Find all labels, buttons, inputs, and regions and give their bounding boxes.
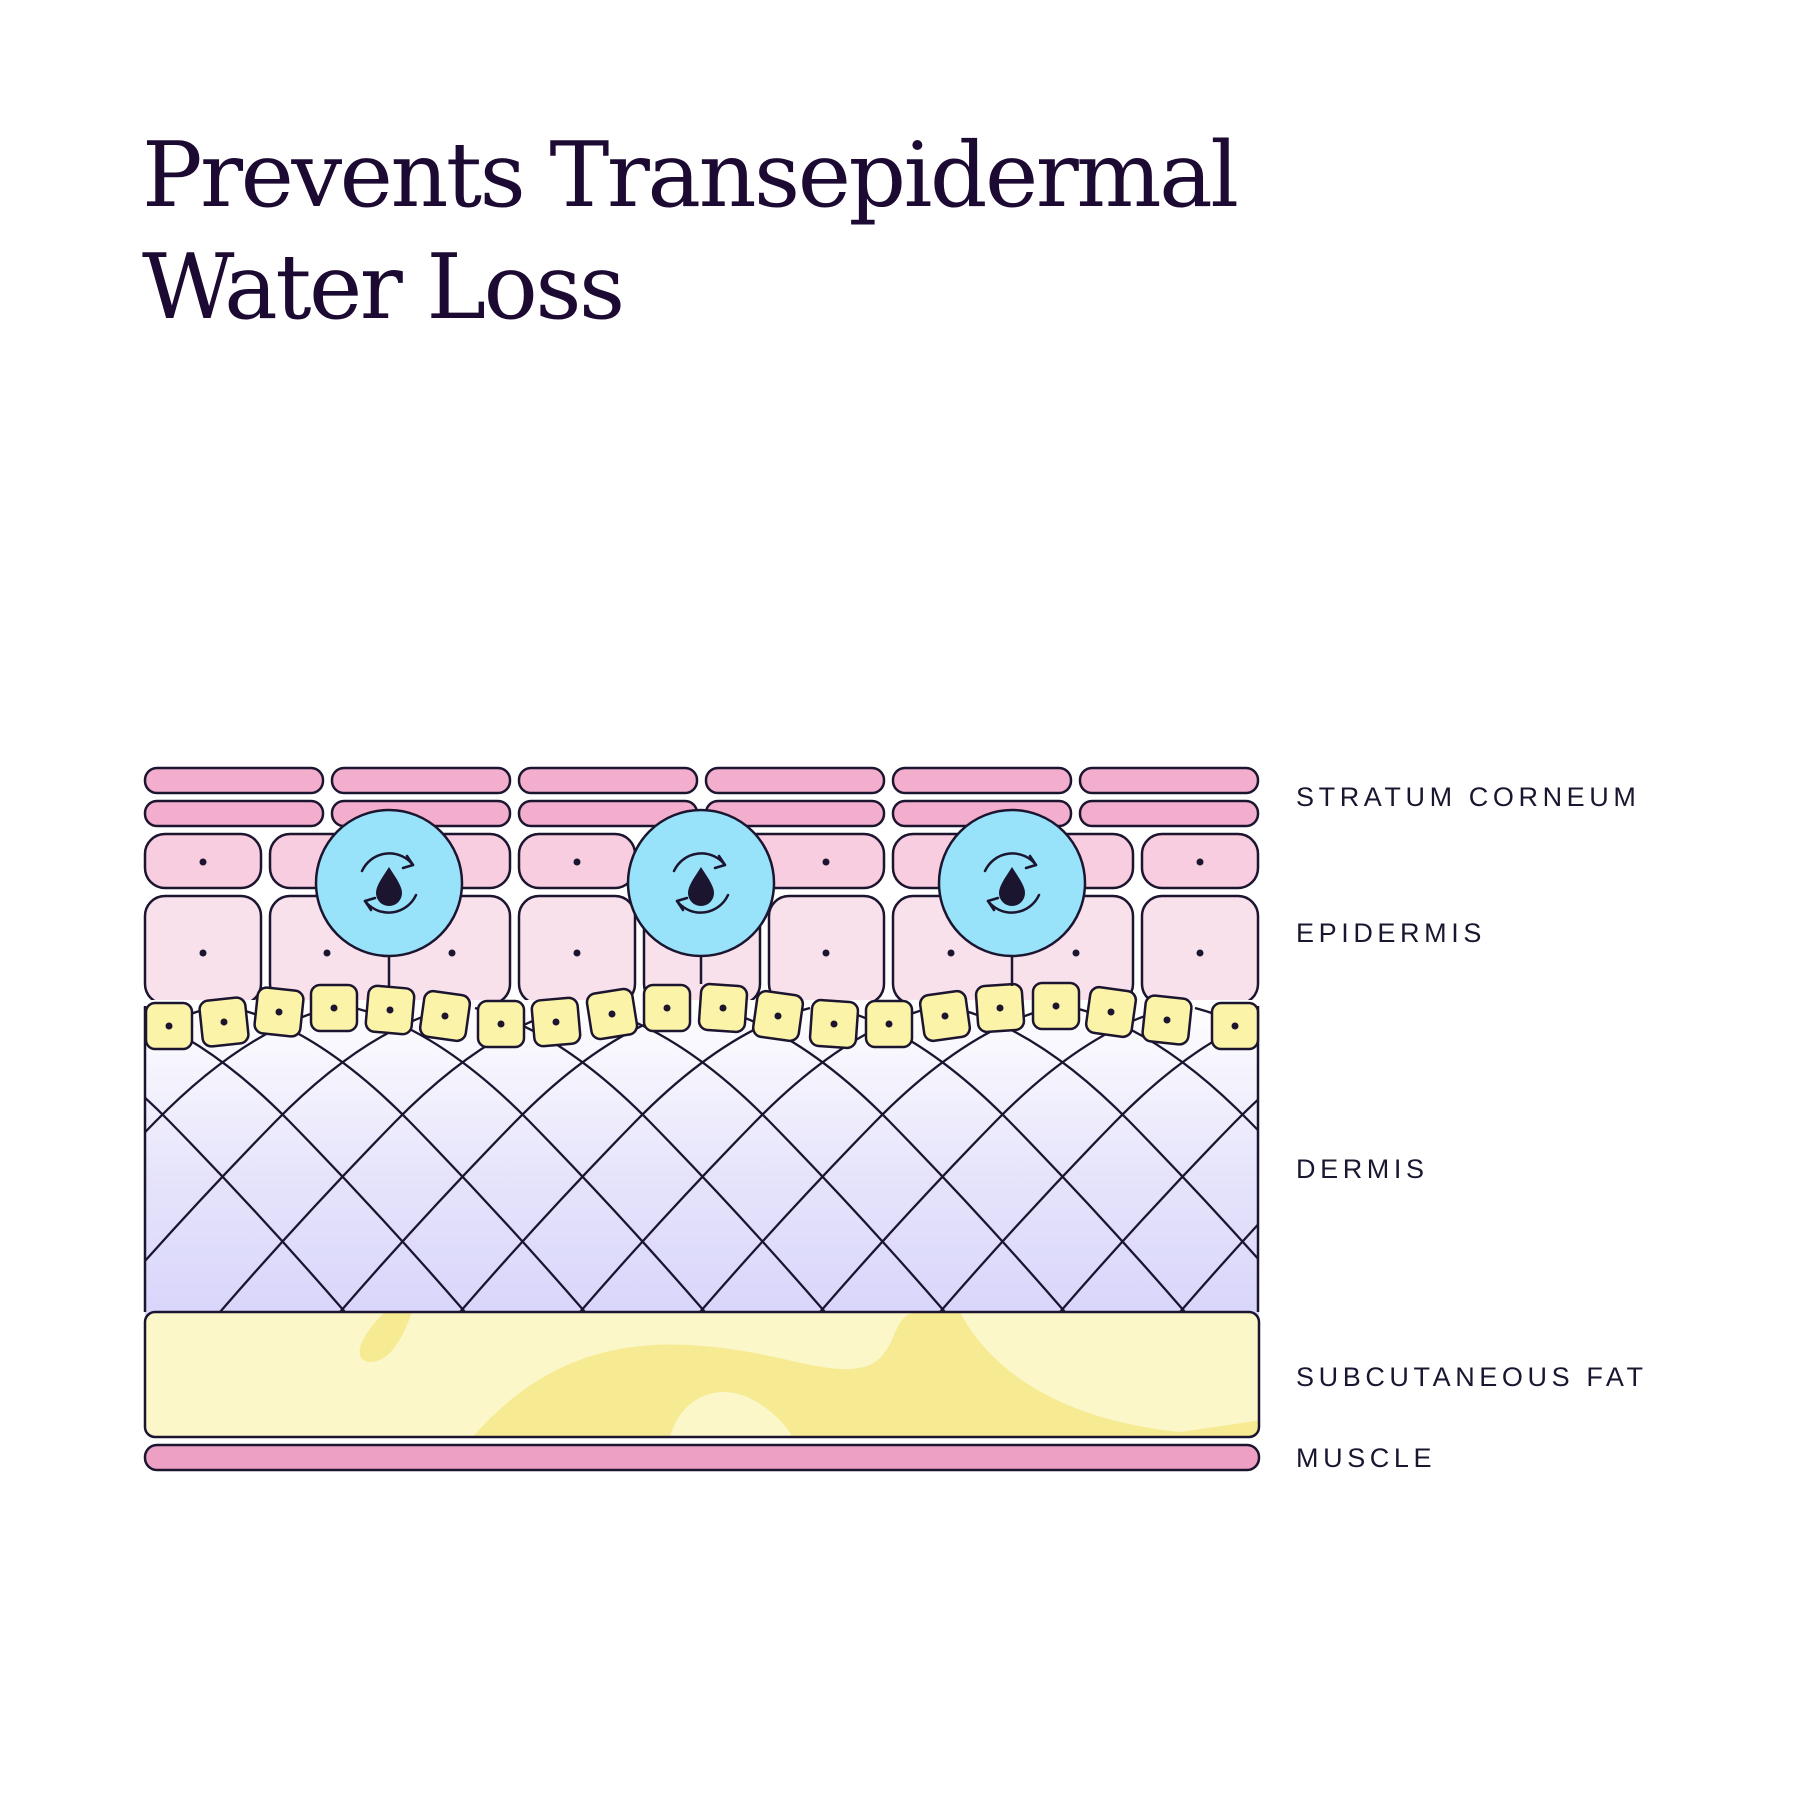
water-drop-cycle-icon <box>314 808 464 958</box>
title-line-2: Water Loss <box>142 235 625 340</box>
lower-epidermis-nuclei <box>199 949 1204 957</box>
dermis-layer <box>143 1000 1260 1318</box>
label-muscle: MUSCLE <box>1296 1443 1436 1473</box>
page-title: Prevents Transepidermal Water Loss <box>142 120 1242 344</box>
water-retention-icons <box>314 808 1087 988</box>
muscle-layer <box>143 1443 1261 1472</box>
water-drop-cycle-icon <box>626 808 776 958</box>
layer-labels: STRATUM CORNEUM EPIDERMIS DERMIS SUBCUTA… <box>1296 782 1648 1473</box>
upper-epidermis-nuclei <box>199 858 1204 866</box>
basal-cell-nuclei <box>165 1002 1239 1030</box>
water-drop-cycle-icon <box>937 808 1087 958</box>
subcutaneous-fat-layer <box>143 1310 1261 1439</box>
title-line-1: Prevents Transepidermal <box>142 123 1239 228</box>
label-epidermis: EPIDERMIS <box>1296 918 1486 948</box>
label-stratum-corneum: STRATUM CORNEUM <box>1296 782 1640 812</box>
label-dermis: DERMIS <box>1296 1154 1429 1184</box>
label-subcutaneous-fat: SUBCUTANEOUS FAT <box>1296 1362 1648 1392</box>
collagen-fibers <box>145 1006 1259 1312</box>
